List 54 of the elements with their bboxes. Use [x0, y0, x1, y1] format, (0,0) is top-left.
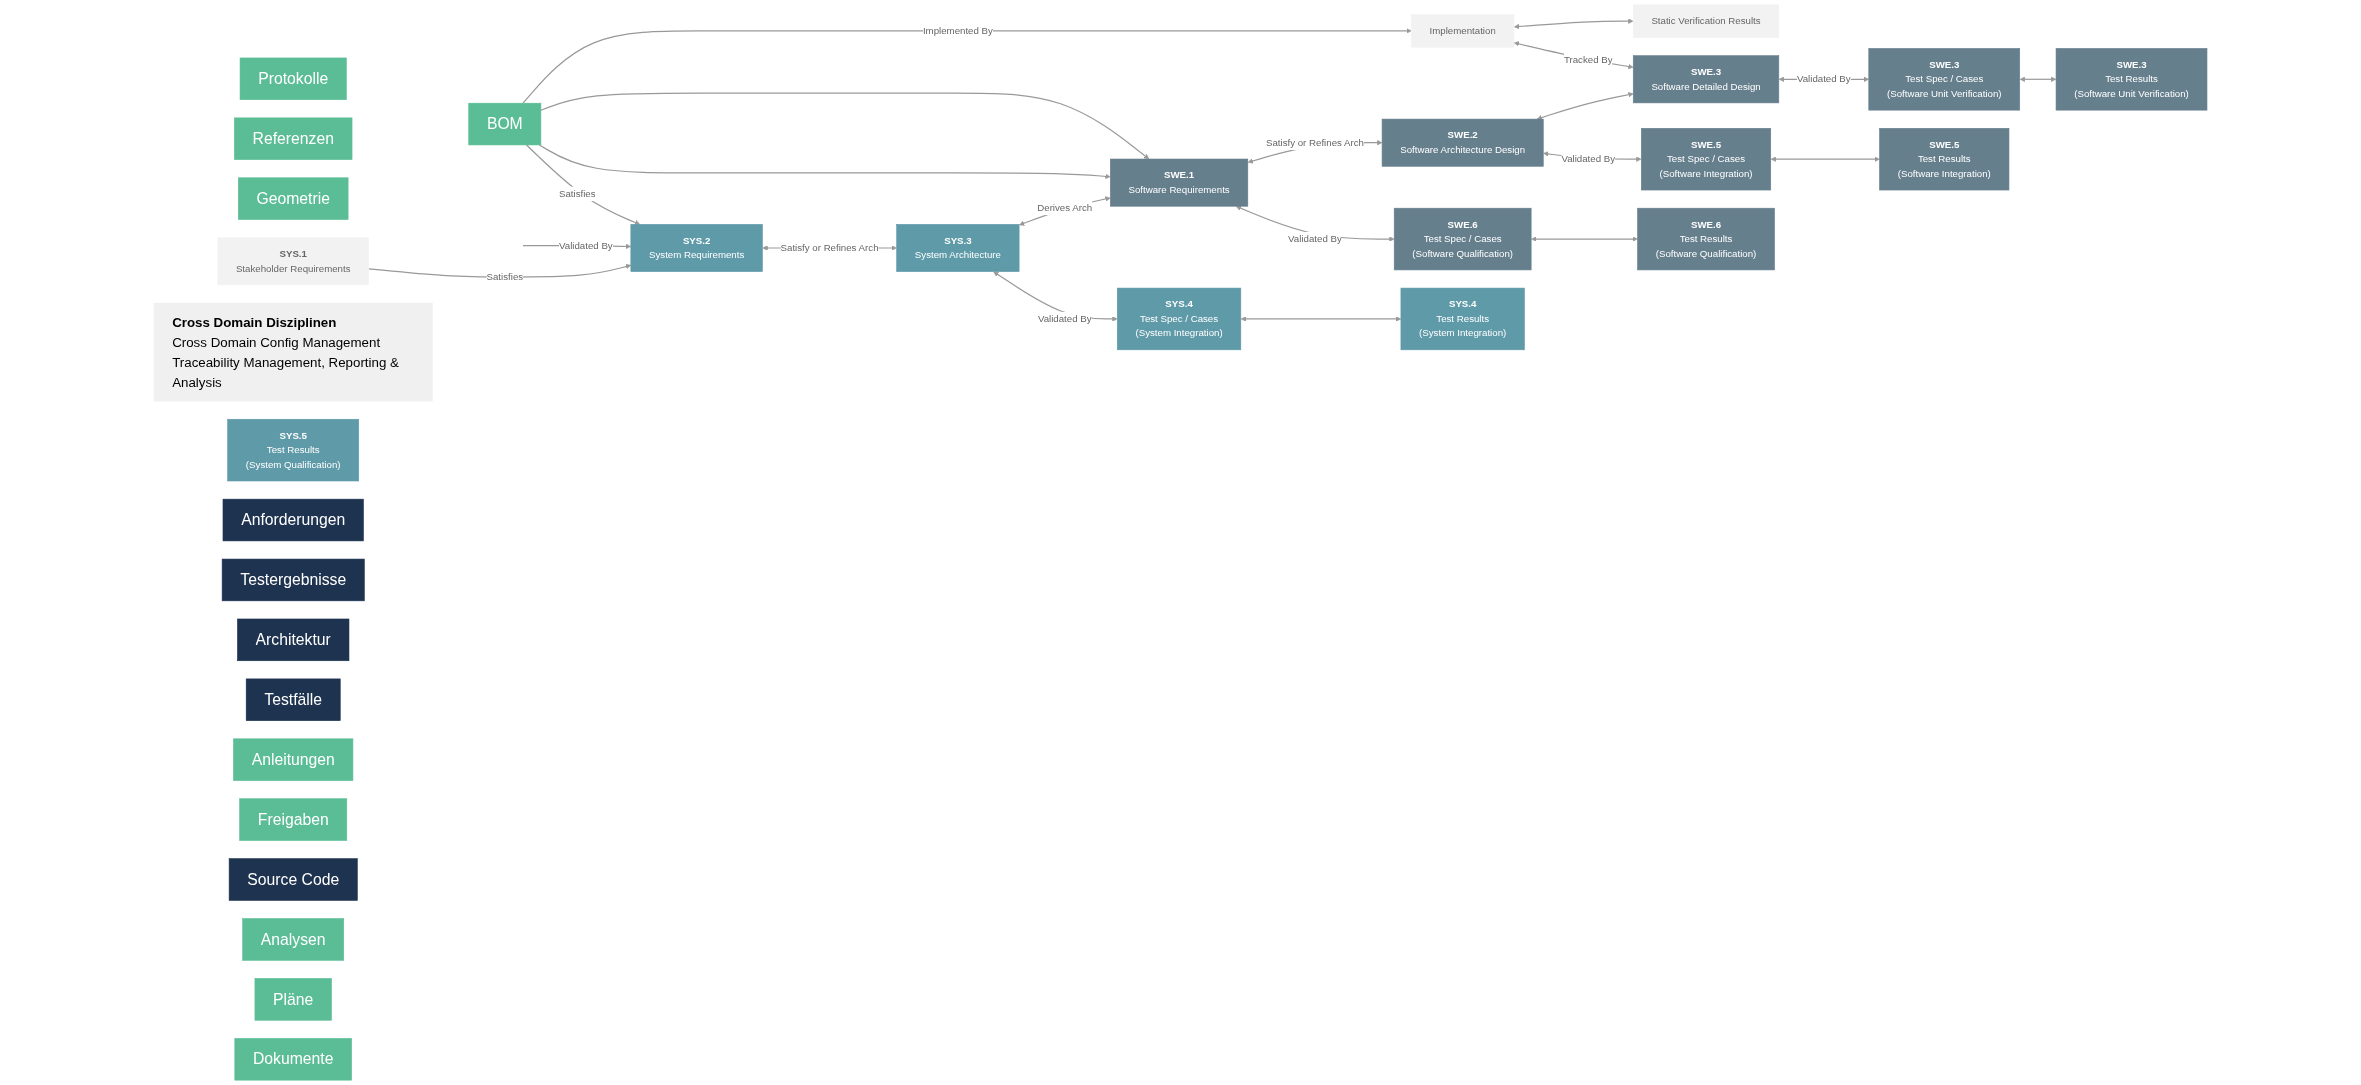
arrow: [522, 28, 1412, 104]
arrow: [2019, 76, 2057, 82]
node-box: SYS.5 Test Results (System Qualification): [227, 418, 360, 482]
arrow: [1240, 316, 1402, 322]
edge-label: Satisfy or Refines Arch: [1265, 137, 1364, 148]
edge-label: Tracked By: [1563, 54, 1613, 65]
node-box: SYS.4 Test Spec / Cases (System Integration): [1117, 287, 1242, 351]
edge-label: Implemented By: [922, 25, 993, 36]
edge-label: Satisfy or Refines Arch: [780, 242, 879, 253]
edge-label: Derives Arch: [1037, 202, 1093, 213]
node-box: SWE.3 Test Results (Software Unit Verification): [2055, 48, 2208, 111]
arrow: [540, 92, 1150, 160]
node-box: Source Code: [228, 858, 358, 901]
node-box: Static Verification Results: [1632, 4, 1780, 38]
node-box: SWE.2 Software Architecture Design: [1381, 118, 1544, 167]
arrow: [1536, 92, 1634, 121]
arrow: [1513, 18, 1634, 30]
node-box: SWE.6 Test Results (Software Qualification): [1637, 207, 1775, 271]
node-box: Architektur: [237, 618, 350, 662]
arrow: [1513, 41, 1634, 70]
node-box: BOM: [468, 102, 542, 146]
node-box: SYS.1 Stakeholder Requirements: [217, 237, 369, 286]
node-box: SWE.3 Software Detailed Design: [1632, 55, 1780, 104]
edge-label: Validated By: [1037, 313, 1092, 324]
node-box: SYS.2 System Requirements: [630, 224, 763, 272]
node-box: SYS.4 Test Results (System Integration): [1400, 287, 1525, 351]
node-box: Dokumente: [234, 1038, 352, 1081]
node-box: Geometrie: [238, 177, 349, 220]
node-box: Testergebnisse: [221, 558, 365, 602]
edge-label: Validated By: [1561, 153, 1616, 165]
edge-label: Validated By: [1796, 73, 1851, 85]
node-box: SWE.5 Test Spec / Cases (Software Integration): [1641, 128, 1772, 191]
edge-label: Validated By: [559, 240, 613, 251]
arrow: [538, 144, 1111, 180]
edge-label: Satisfies: [486, 271, 524, 282]
node-box: Freigaben: [239, 798, 348, 841]
arrow: [1770, 156, 1880, 162]
node-box: Anforderungen: [222, 498, 364, 542]
node-box: SWE.5 Test Results (Software Integration): [1879, 128, 2010, 191]
edge-label: Satisfies: [558, 188, 596, 199]
edge-label: Validated By: [1288, 233, 1342, 244]
node-box: Implementation: [1411, 14, 1515, 48]
node-box: SWE.1 Software Requirements: [1110, 158, 1249, 207]
node-box: Anleitungen: [233, 738, 354, 781]
node-box: Protokolle: [239, 57, 347, 100]
node-box: SWE.6 Test Spec / Cases (Software Qualification): [1393, 207, 1532, 271]
node-box: SWE.3 Test Spec / Cases (Software Unit Verification): [1868, 48, 2021, 111]
arrow: [525, 144, 641, 225]
node-box: Testfälle: [245, 678, 341, 721]
node-box: Analysen: [242, 918, 345, 961]
node-box: Pläne: [254, 978, 332, 1021]
arrow: [1531, 236, 1638, 242]
node-box: Referenzen: [234, 117, 353, 160]
node-box: SYS.3 System Architecture: [896, 224, 1020, 272]
